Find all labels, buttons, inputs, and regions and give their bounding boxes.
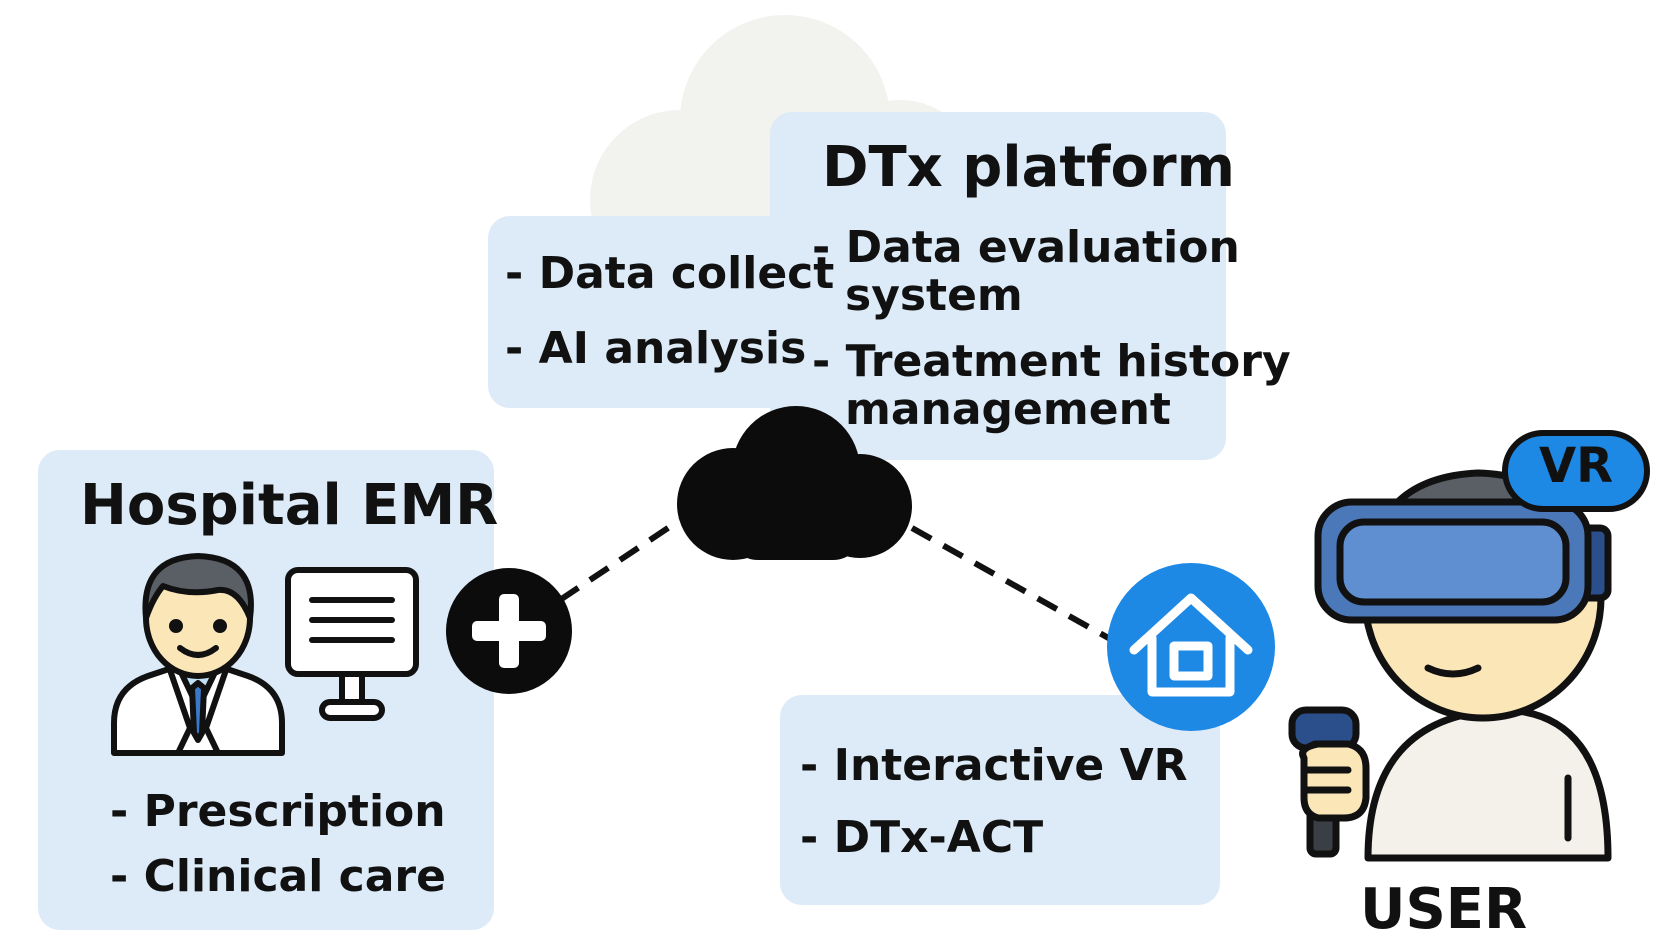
emr-item-clinical-care: - Clinical care: [110, 851, 446, 902]
home-item-interactive-vr: - Interactive VR: [800, 740, 1188, 791]
user-label: USER: [1360, 877, 1528, 942]
vr-user-icon: [1288, 469, 1612, 862]
platform-item-data-evaluation-cont: system: [845, 270, 1023, 321]
platform-right-panel: [770, 112, 1226, 460]
platform-item-ai-analysis: - AI analysis: [505, 323, 807, 374]
emr-title: Hospital EMR: [80, 473, 499, 538]
platform-item-data-evaluation: - Data evaluation: [812, 222, 1240, 273]
doctor-icon: [111, 553, 285, 756]
vr-badge: [1502, 430, 1650, 512]
cloud-icon: [677, 406, 912, 560]
home-service-panel: [780, 695, 1220, 905]
platform-item-treatment-history-cont: management: [845, 384, 1171, 435]
platform-title: DTx platform: [822, 135, 1235, 200]
plus-icon: [446, 568, 572, 694]
home-item-dtx-act: - DTx-ACT: [800, 812, 1044, 863]
platform-item-data-collect: - Data collect: [505, 248, 835, 299]
platform-item-treatment-history: - Treatment history: [812, 336, 1291, 387]
home-icon: [1107, 563, 1275, 731]
vr-badge-label: VR: [1538, 438, 1614, 494]
monitor-icon: [285, 567, 419, 721]
emr-item-prescription: - Prescription: [110, 786, 446, 837]
